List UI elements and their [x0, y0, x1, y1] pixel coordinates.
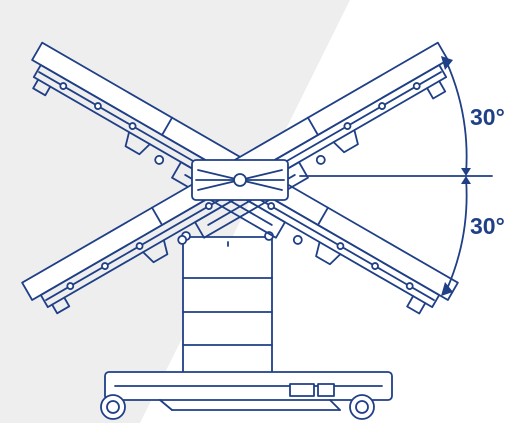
table-base: [104, 371, 393, 411]
angle-arc-lower: [445, 177, 468, 292]
arrow-head-bottom: [441, 282, 453, 296]
angle-arc-upper: [445, 60, 468, 175]
angle-label-lower: 30°: [470, 213, 505, 239]
arrow-head-mid-up: [461, 168, 471, 176]
tilt-mechanism: [191, 159, 289, 201]
angle-label-upper: 30°: [470, 104, 505, 130]
arrow-head-top: [441, 56, 453, 70]
table-column: [181, 231, 274, 378]
caster-left: [100, 394, 126, 420]
caster-right: [349, 394, 375, 420]
arrow-head-mid-down: [461, 176, 471, 184]
